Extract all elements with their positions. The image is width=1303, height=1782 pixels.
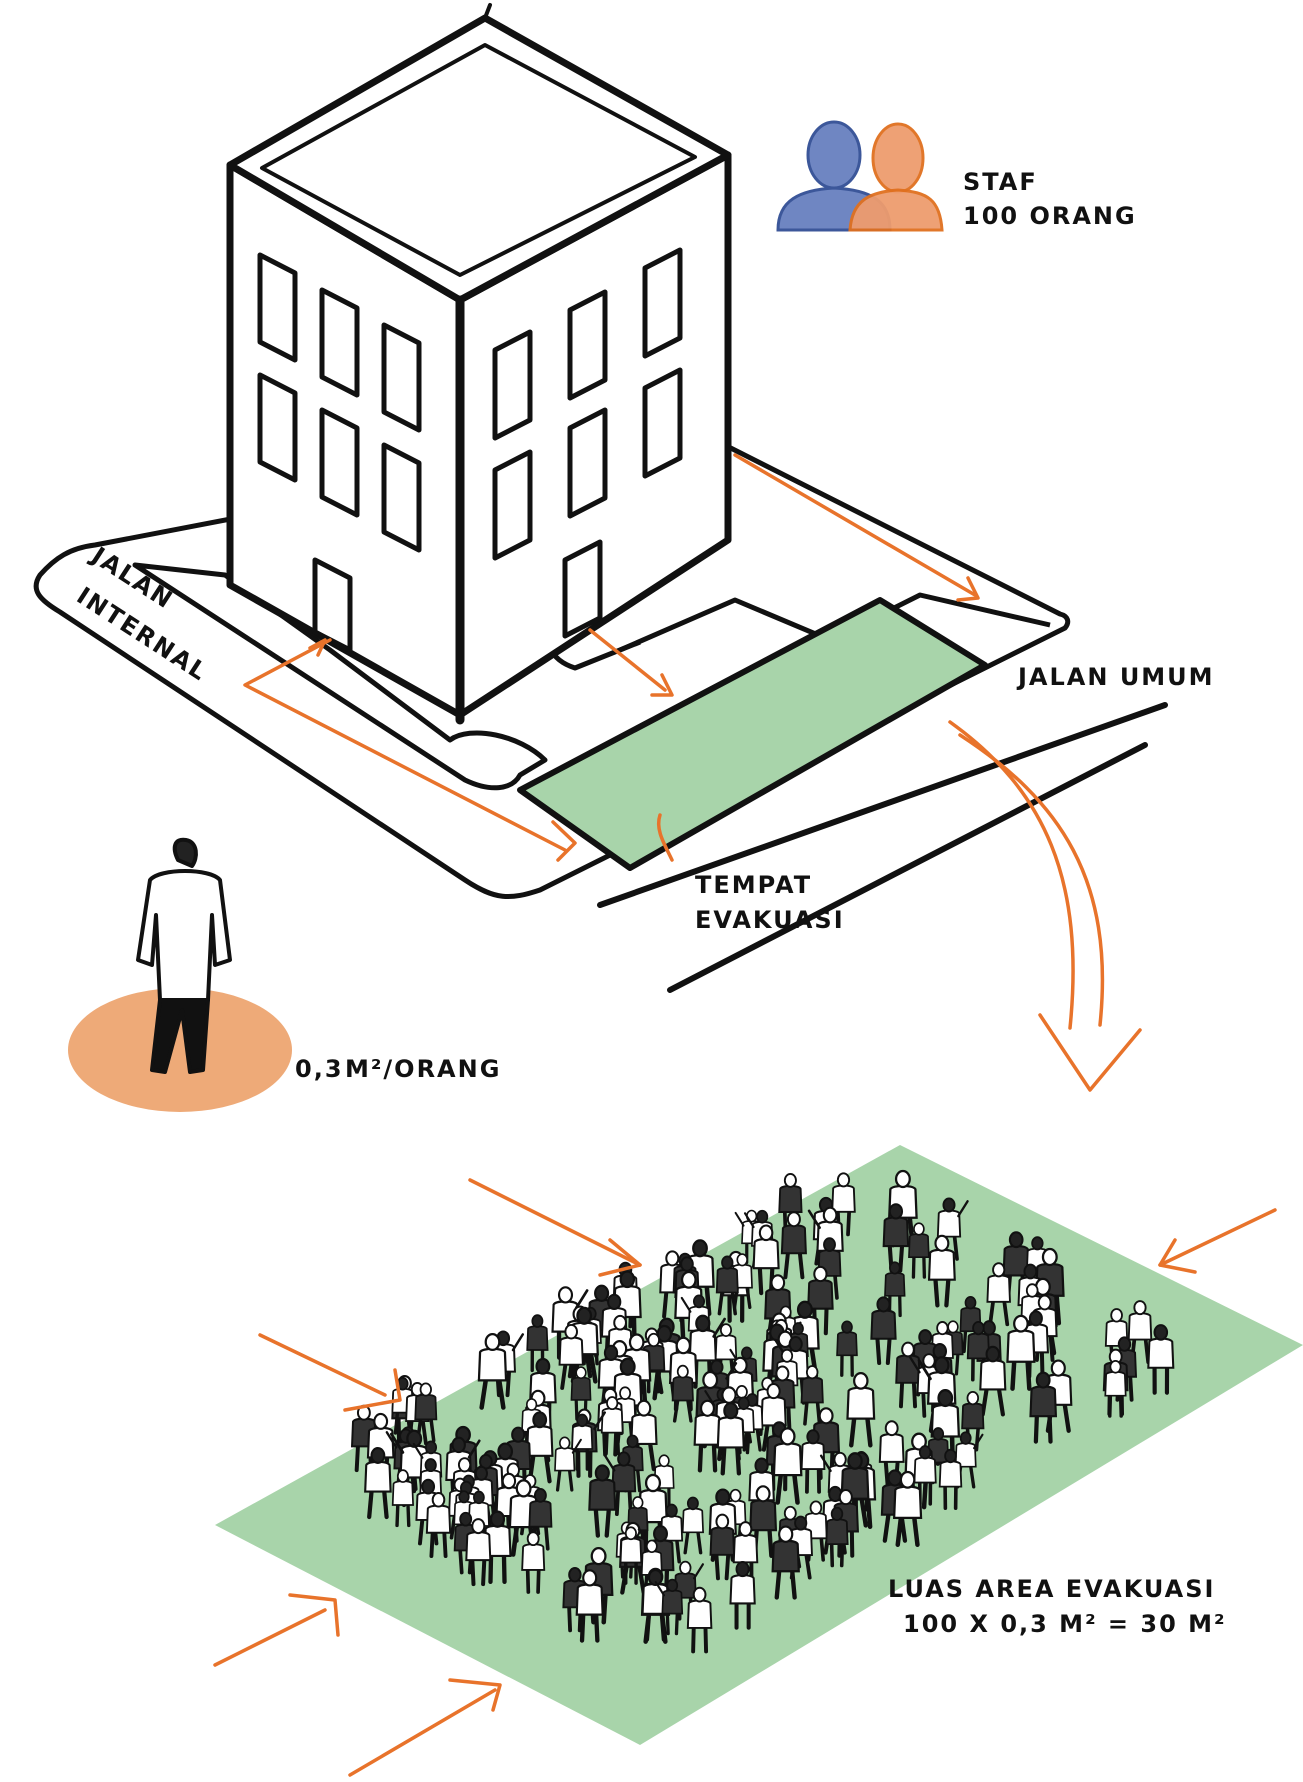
area-per-person-unit: M²/ORANG <box>345 1055 501 1083</box>
luas-area-title: LUAS AREA EVAKUASI <box>888 1575 1215 1603</box>
tempat-evakuasi-line2: EVAKUASI <box>695 906 845 934</box>
evacuation-area-small <box>520 600 985 868</box>
tempat-evakuasi-line1: TEMPAT <box>695 871 812 899</box>
area-per-person-value: 0,3 <box>295 1055 344 1083</box>
female-staff-icon <box>850 124 942 230</box>
staf-count: 100 ORANG <box>963 202 1137 230</box>
standing-person <box>68 840 292 1112</box>
luas-area-formula: 100 X 0,3 M² = 30 M² <box>903 1610 1227 1638</box>
jalan-umum-label: JALAN UMUM <box>1016 663 1215 691</box>
building <box>230 5 728 720</box>
staff-icons <box>778 122 942 230</box>
staf-title: STAF <box>963 168 1038 196</box>
